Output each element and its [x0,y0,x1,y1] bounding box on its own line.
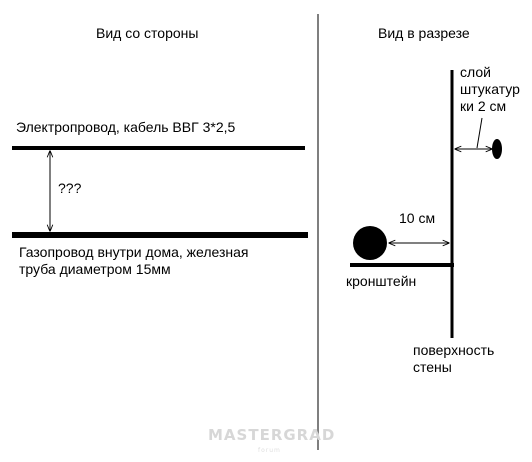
distance-label: 10 см [399,210,435,226]
wall-label-line2: стены [413,359,452,375]
pipe-cross-section [353,226,387,260]
plaster-label-line3: ки 2 см [460,98,506,114]
wall-label-line1: поверхность [413,342,494,358]
gap-label: ??? [58,180,82,196]
pipe-label-line1: Газопровод внутри дома, железная [19,244,249,260]
plaster-label-line2: штукатур [460,81,520,97]
bracket-label: кронштейн [346,273,416,289]
plaster-leader-line [476,117,483,149]
section-view-title: Вид в разрезе [378,25,470,41]
side-view-title: Вид со стороны [96,25,198,41]
pipe-label-line2: труба диаметром 15мм [19,261,171,277]
cable-cross-section [492,139,502,159]
watermark-subtext: forum [258,447,281,454]
watermark-text: MASTERGRAD [208,426,335,444]
plaster-label-line1: слой [460,64,491,80]
cable-label: Электропровод, кабель ВВГ 3*2,5 [16,119,235,135]
